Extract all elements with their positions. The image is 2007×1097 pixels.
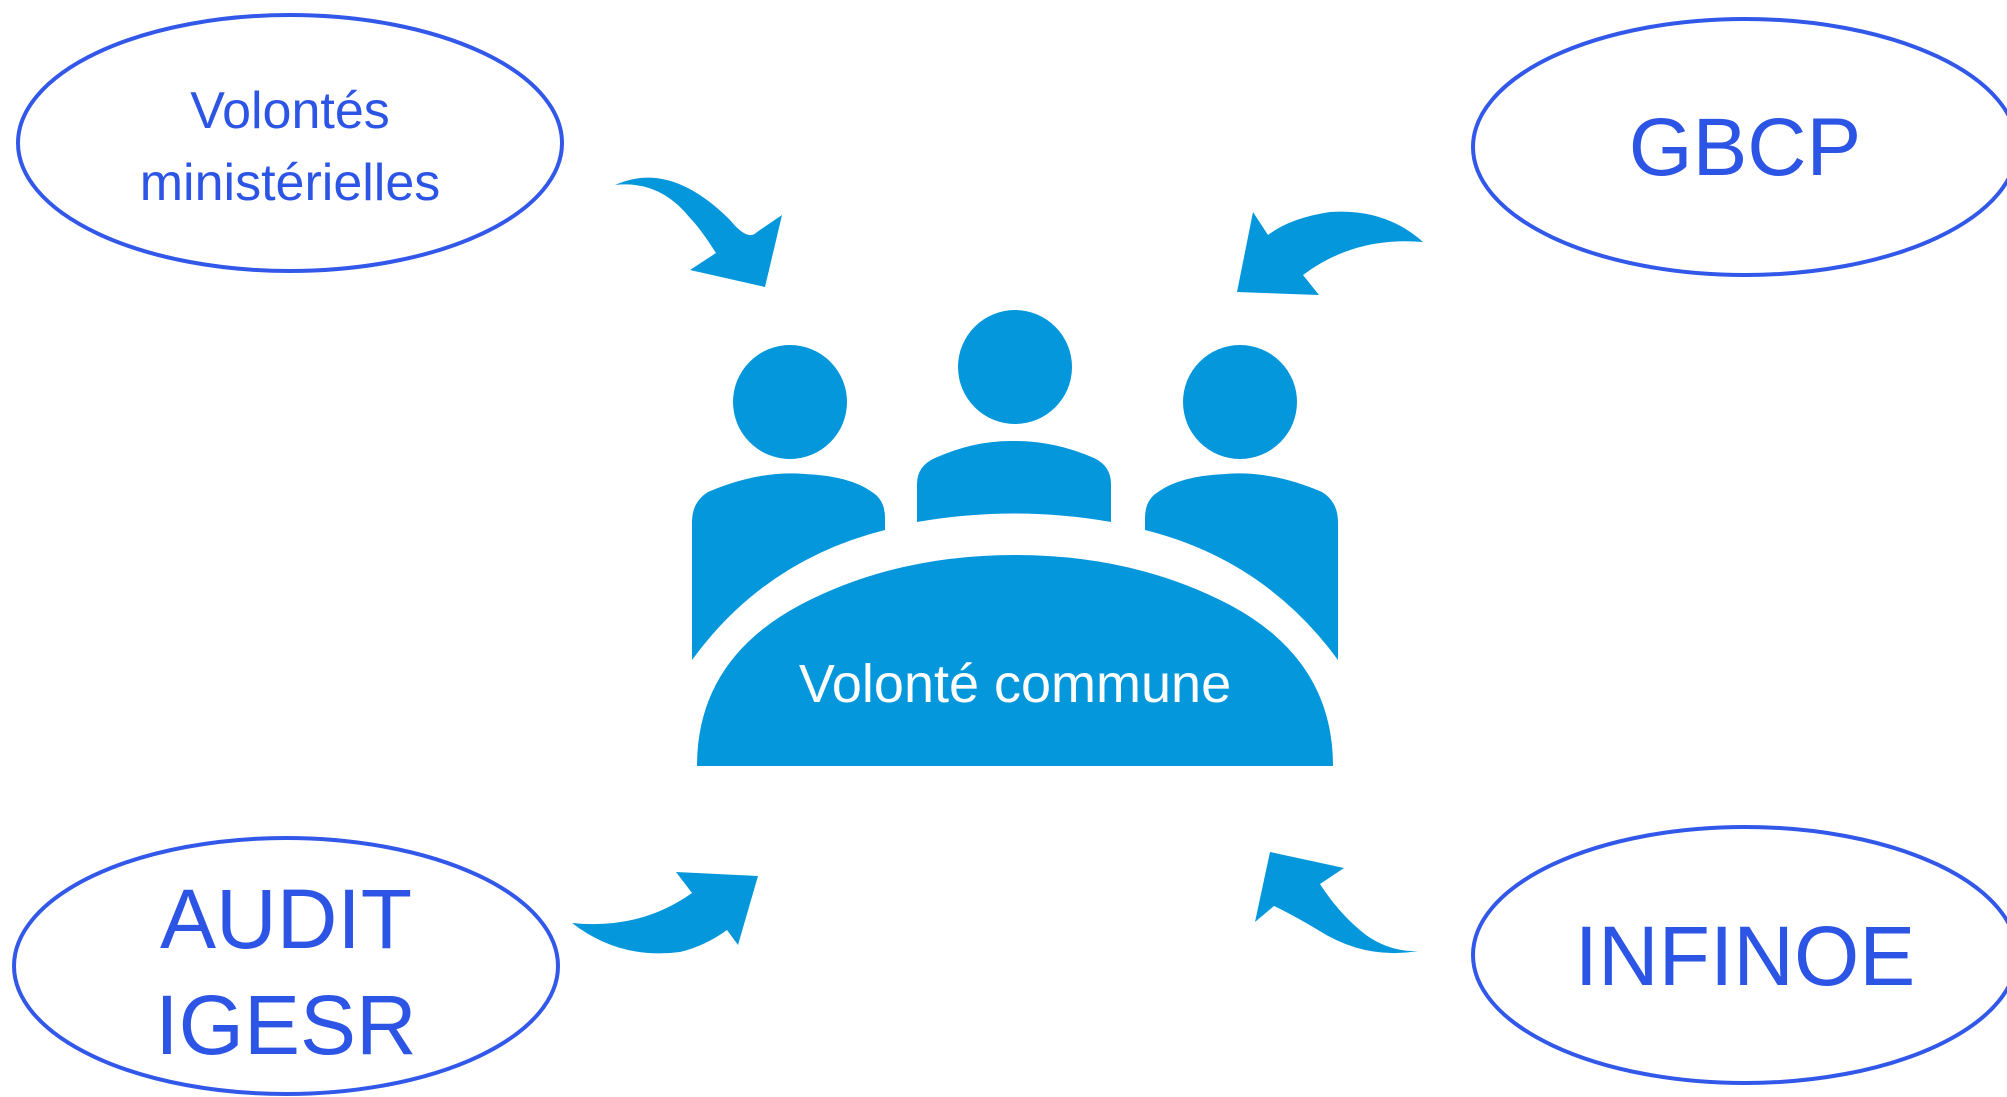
person-head-right xyxy=(1183,345,1297,459)
arrow-bottom-left-icon xyxy=(572,872,758,954)
arrow-top-left-icon xyxy=(615,177,782,287)
node-label: INFINOE xyxy=(1575,909,1916,1003)
meeting-table-group-icon xyxy=(692,310,1338,766)
node-oval xyxy=(1471,17,2007,277)
arrow-bottom-right-icon xyxy=(1255,852,1418,954)
node-infinoe: INFINOE xyxy=(1471,825,2007,1085)
person-body-center xyxy=(917,440,1111,522)
node-label-line1: AUDIT xyxy=(160,872,412,966)
node-audit-igesr: AUDIT IGESR xyxy=(12,836,560,1096)
person-body-right xyxy=(1145,473,1338,660)
person-body-left xyxy=(692,473,885,660)
node-label-line1: Volontés xyxy=(190,82,390,140)
node-label-line2: IGESR xyxy=(155,978,416,1072)
node-oval xyxy=(16,13,564,273)
node-label: GBCP xyxy=(1629,102,1861,193)
node-label-line2: ministérielles xyxy=(140,154,441,212)
node-oval xyxy=(12,836,560,1096)
node-oval xyxy=(1471,825,2007,1085)
person-head-left xyxy=(733,345,847,459)
center-label: Volonté commune xyxy=(799,654,1231,714)
arrow-top-right-icon xyxy=(1237,211,1423,295)
node-volontes-ministerielles: Volontés ministérielles xyxy=(16,13,564,273)
meeting-table xyxy=(697,555,1333,766)
person-head-center xyxy=(958,310,1072,424)
node-gbcp: GBCP xyxy=(1471,17,2007,277)
